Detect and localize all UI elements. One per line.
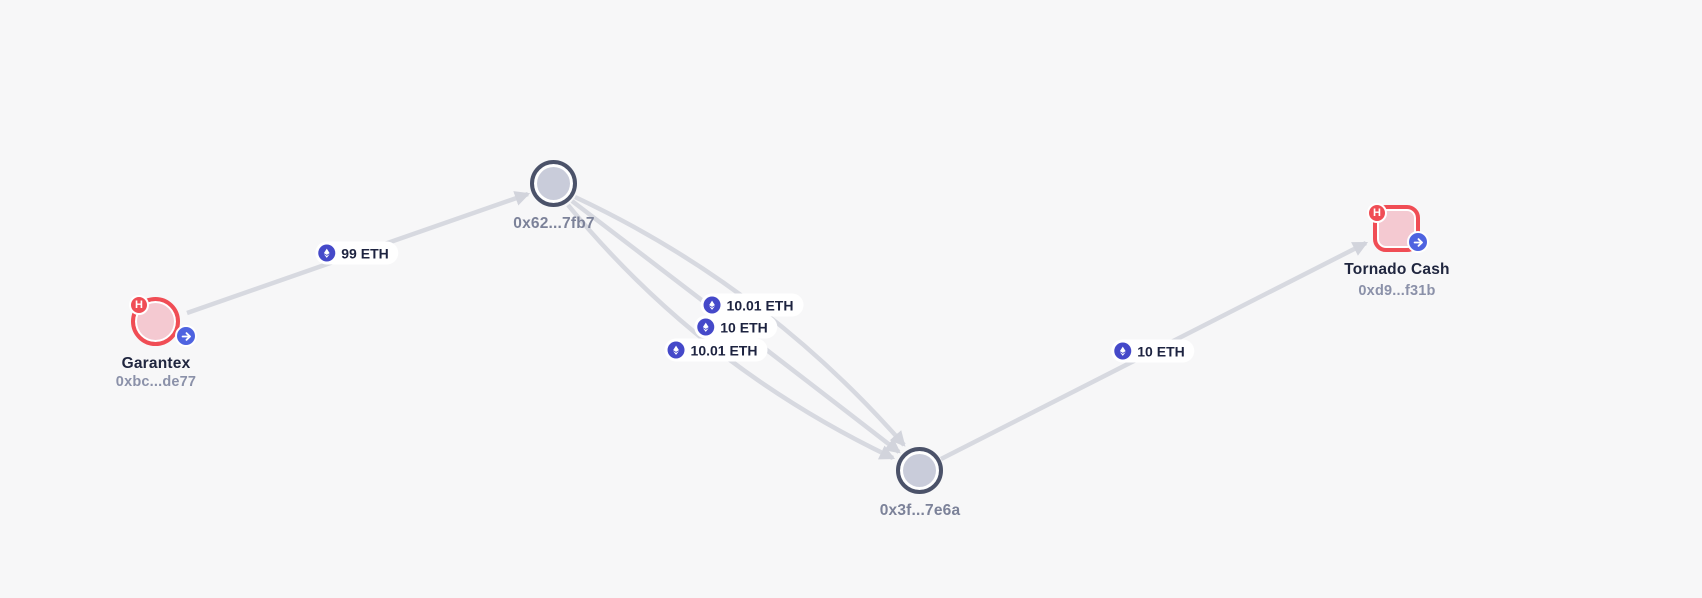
high-risk-letter: H xyxy=(1373,206,1381,219)
node-intermediary-2[interactable] xyxy=(896,447,943,494)
edge-label-99-eth[interactable]: 99 ETH xyxy=(315,241,399,265)
high-risk-letter: H xyxy=(135,298,143,311)
eth-icon xyxy=(1114,342,1132,360)
outgoing-arrow-icon xyxy=(1407,231,1429,253)
node-address-tornado-cash: 0xd9...f31b xyxy=(1358,283,1436,299)
edge-amount: 10 ETH xyxy=(1137,343,1185,359)
edge-label-10-eth-b[interactable]: 10 ETH xyxy=(1111,339,1195,363)
edge-label-10-01-eth-b[interactable]: 10.01 ETH xyxy=(664,338,768,362)
node-label-intermediary-1: 0x62...7fb7 xyxy=(513,215,595,232)
high-risk-badge-icon: H xyxy=(1367,203,1387,223)
high-risk-badge-icon: H xyxy=(129,295,149,315)
outgoing-arrow-icon xyxy=(175,325,197,347)
node-name-garantex: Garantex xyxy=(121,355,191,372)
eth-icon xyxy=(703,296,721,314)
node-label-intermediary-2: 0x3f...7e6a xyxy=(879,502,961,519)
eth-icon xyxy=(667,341,685,359)
eth-icon xyxy=(318,244,336,262)
node-address-garantex: 0xbc...de77 xyxy=(115,374,197,390)
edge-label-10-eth-a[interactable]: 10 ETH xyxy=(694,315,778,339)
edge-amount: 99 ETH xyxy=(341,245,389,261)
edge-amount: 10 ETH xyxy=(720,319,768,335)
edge-label-10-01-eth-a[interactable]: 10.01 ETH xyxy=(700,293,804,317)
node-intermediary-1[interactable] xyxy=(530,160,577,207)
node-name-tornado-cash: Tornado Cash xyxy=(1344,261,1450,278)
eth-icon xyxy=(697,318,715,336)
edge-amount: 10.01 ETH xyxy=(690,342,758,358)
edge-amount: 10.01 ETH xyxy=(726,297,794,313)
